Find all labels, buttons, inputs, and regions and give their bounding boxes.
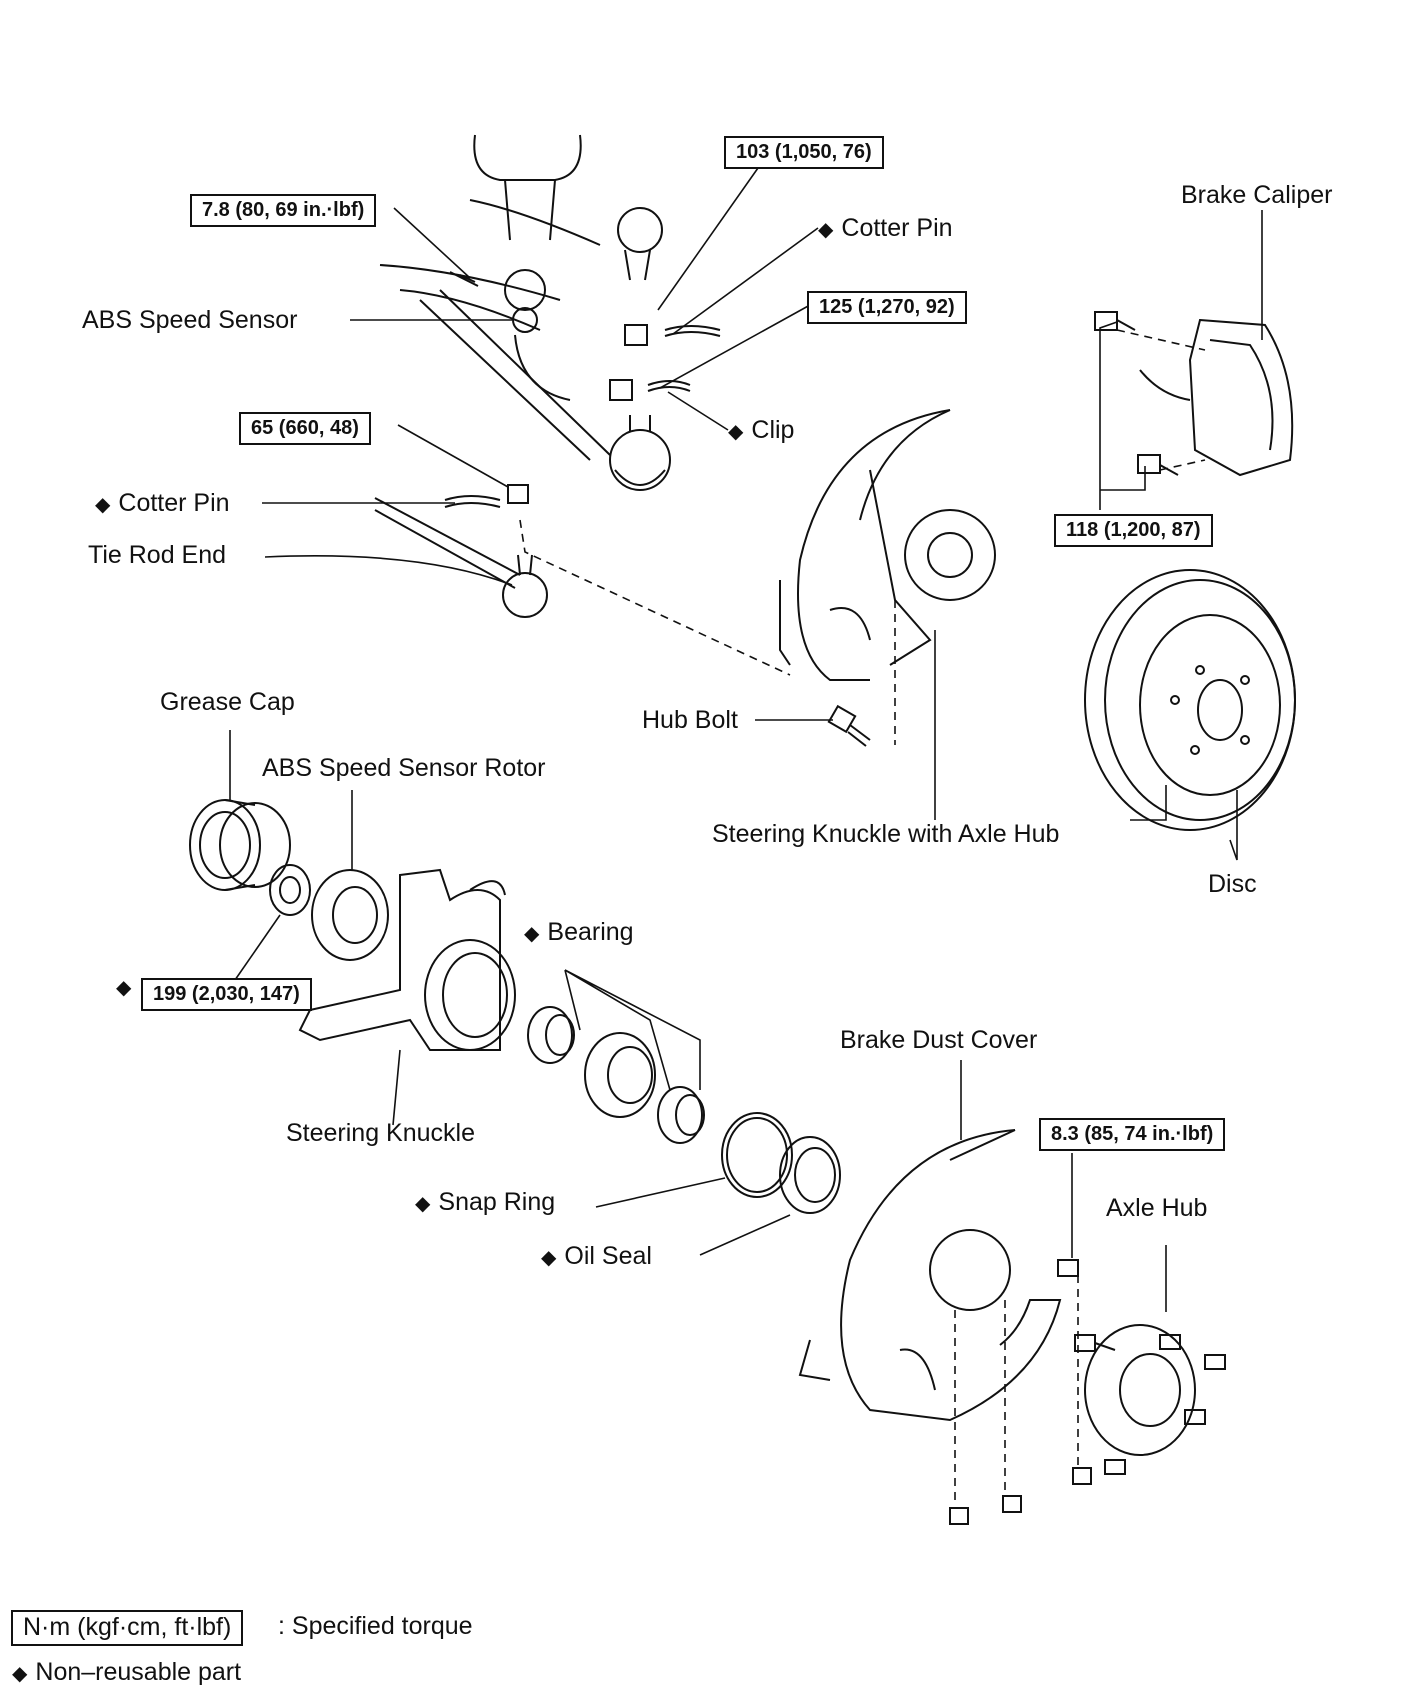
snap-ring-drawing (721, 1112, 793, 1198)
oil-seal-drawing (779, 1136, 841, 1214)
torque-spec-box: 7.8 (80, 69 in.·lbf) (190, 194, 377, 227)
hub-bolt-label: Hub Bolt (642, 706, 738, 734)
disc-label: Disc (1208, 870, 1257, 898)
axle-hub-label: Axle Hub (1106, 1194, 1208, 1222)
grease-cap-label: Grease Cap (160, 688, 295, 716)
grease-cap-drawing (189, 799, 291, 891)
steering-knuckle-drawing (298, 868, 516, 1051)
nonreusable-diamond-icon: ◆ (524, 923, 540, 945)
axle-nut-drawing (269, 864, 311, 916)
snap-ring-label: ◆Snap Ring (415, 1188, 556, 1216)
brake-caliper-label: Brake Caliper (1181, 181, 1333, 209)
legend-torque-unit-box: N·m (kgf·cm, ft·lbf) (11, 1610, 244, 1646)
torque-spec-box: 65 (660, 48) (239, 412, 371, 445)
steering-knuckle-label: Steering Knuckle (286, 1119, 476, 1147)
knuckle-assembly-upper-drawing (779, 409, 996, 681)
nonreusable-diamond-icon: ◆ (415, 1193, 431, 1215)
nonreusable-diamond-icon: ◆ (12, 1663, 28, 1685)
clip-label: ◆Clip (728, 416, 795, 444)
oil-seal-label: ◆Oil Seal (541, 1242, 652, 1270)
nonreusable-diamond-icon: ◆ (116, 977, 132, 999)
brake-dust-cover-label: Brake Dust Cover (840, 1026, 1038, 1054)
bearing-drawing (527, 1006, 705, 1144)
torque-spec-box: 125 (1,270, 92) (807, 291, 967, 324)
nonreusable-diamond-icon: ◆ (728, 421, 744, 443)
steering-knuckle-with-axle-hub-label: Steering Knuckle with Axle Hub (712, 820, 1060, 848)
dust-cover-bolts-drawing (949, 1259, 1092, 1525)
strut-and-lower-arm-drawing (379, 134, 721, 491)
leader-lines (229, 167, 1263, 1312)
torque-spec-box: 8.3 (85, 74 in.·lbf) (1039, 1118, 1226, 1151)
nonreusable-diamond-icon: ◆ (95, 494, 111, 516)
abs-speed-sensor-label: ABS Speed Sensor (82, 306, 298, 334)
brake-caliper-drawing (1094, 311, 1294, 477)
legend-torque-desc: : Specified torque (278, 1612, 473, 1640)
tie-rod-end-label: Tie Rod End (88, 541, 227, 569)
legend-nonreusable: ◆Non–reusable part (12, 1658, 242, 1686)
cotter-pin-left-label: ◆Cotter Pin (95, 489, 230, 517)
disc-drawing (1084, 569, 1296, 831)
axle-hub-drawing (1074, 1324, 1226, 1475)
nonreusable-diamond-icon: ◆ (541, 1247, 557, 1269)
tie-rod-end-drawing (374, 484, 548, 618)
torque-spec-box: 103 (1,050, 76) (724, 136, 884, 169)
bearing-label: ◆Bearing (524, 918, 634, 946)
assembly-dashed-lines (519, 329, 1206, 1505)
torque-spec-box: 118 (1,200, 87) (1054, 514, 1213, 547)
nonreusable-diamond-icon: ◆ (818, 219, 834, 241)
abs-rotor-drawing (311, 869, 389, 961)
torque-199-row: ◆ (116, 976, 139, 1001)
hub-bolt-drawing (827, 704, 871, 747)
cotter-pin-top-label: ◆Cotter Pin (818, 214, 953, 242)
brake-dust-cover-drawing (798, 1129, 1062, 1422)
abs-speed-sensor-rotor-label: ABS Speed Sensor Rotor (262, 754, 546, 782)
torque-spec-box: 199 (2,030, 147) (141, 978, 312, 1011)
